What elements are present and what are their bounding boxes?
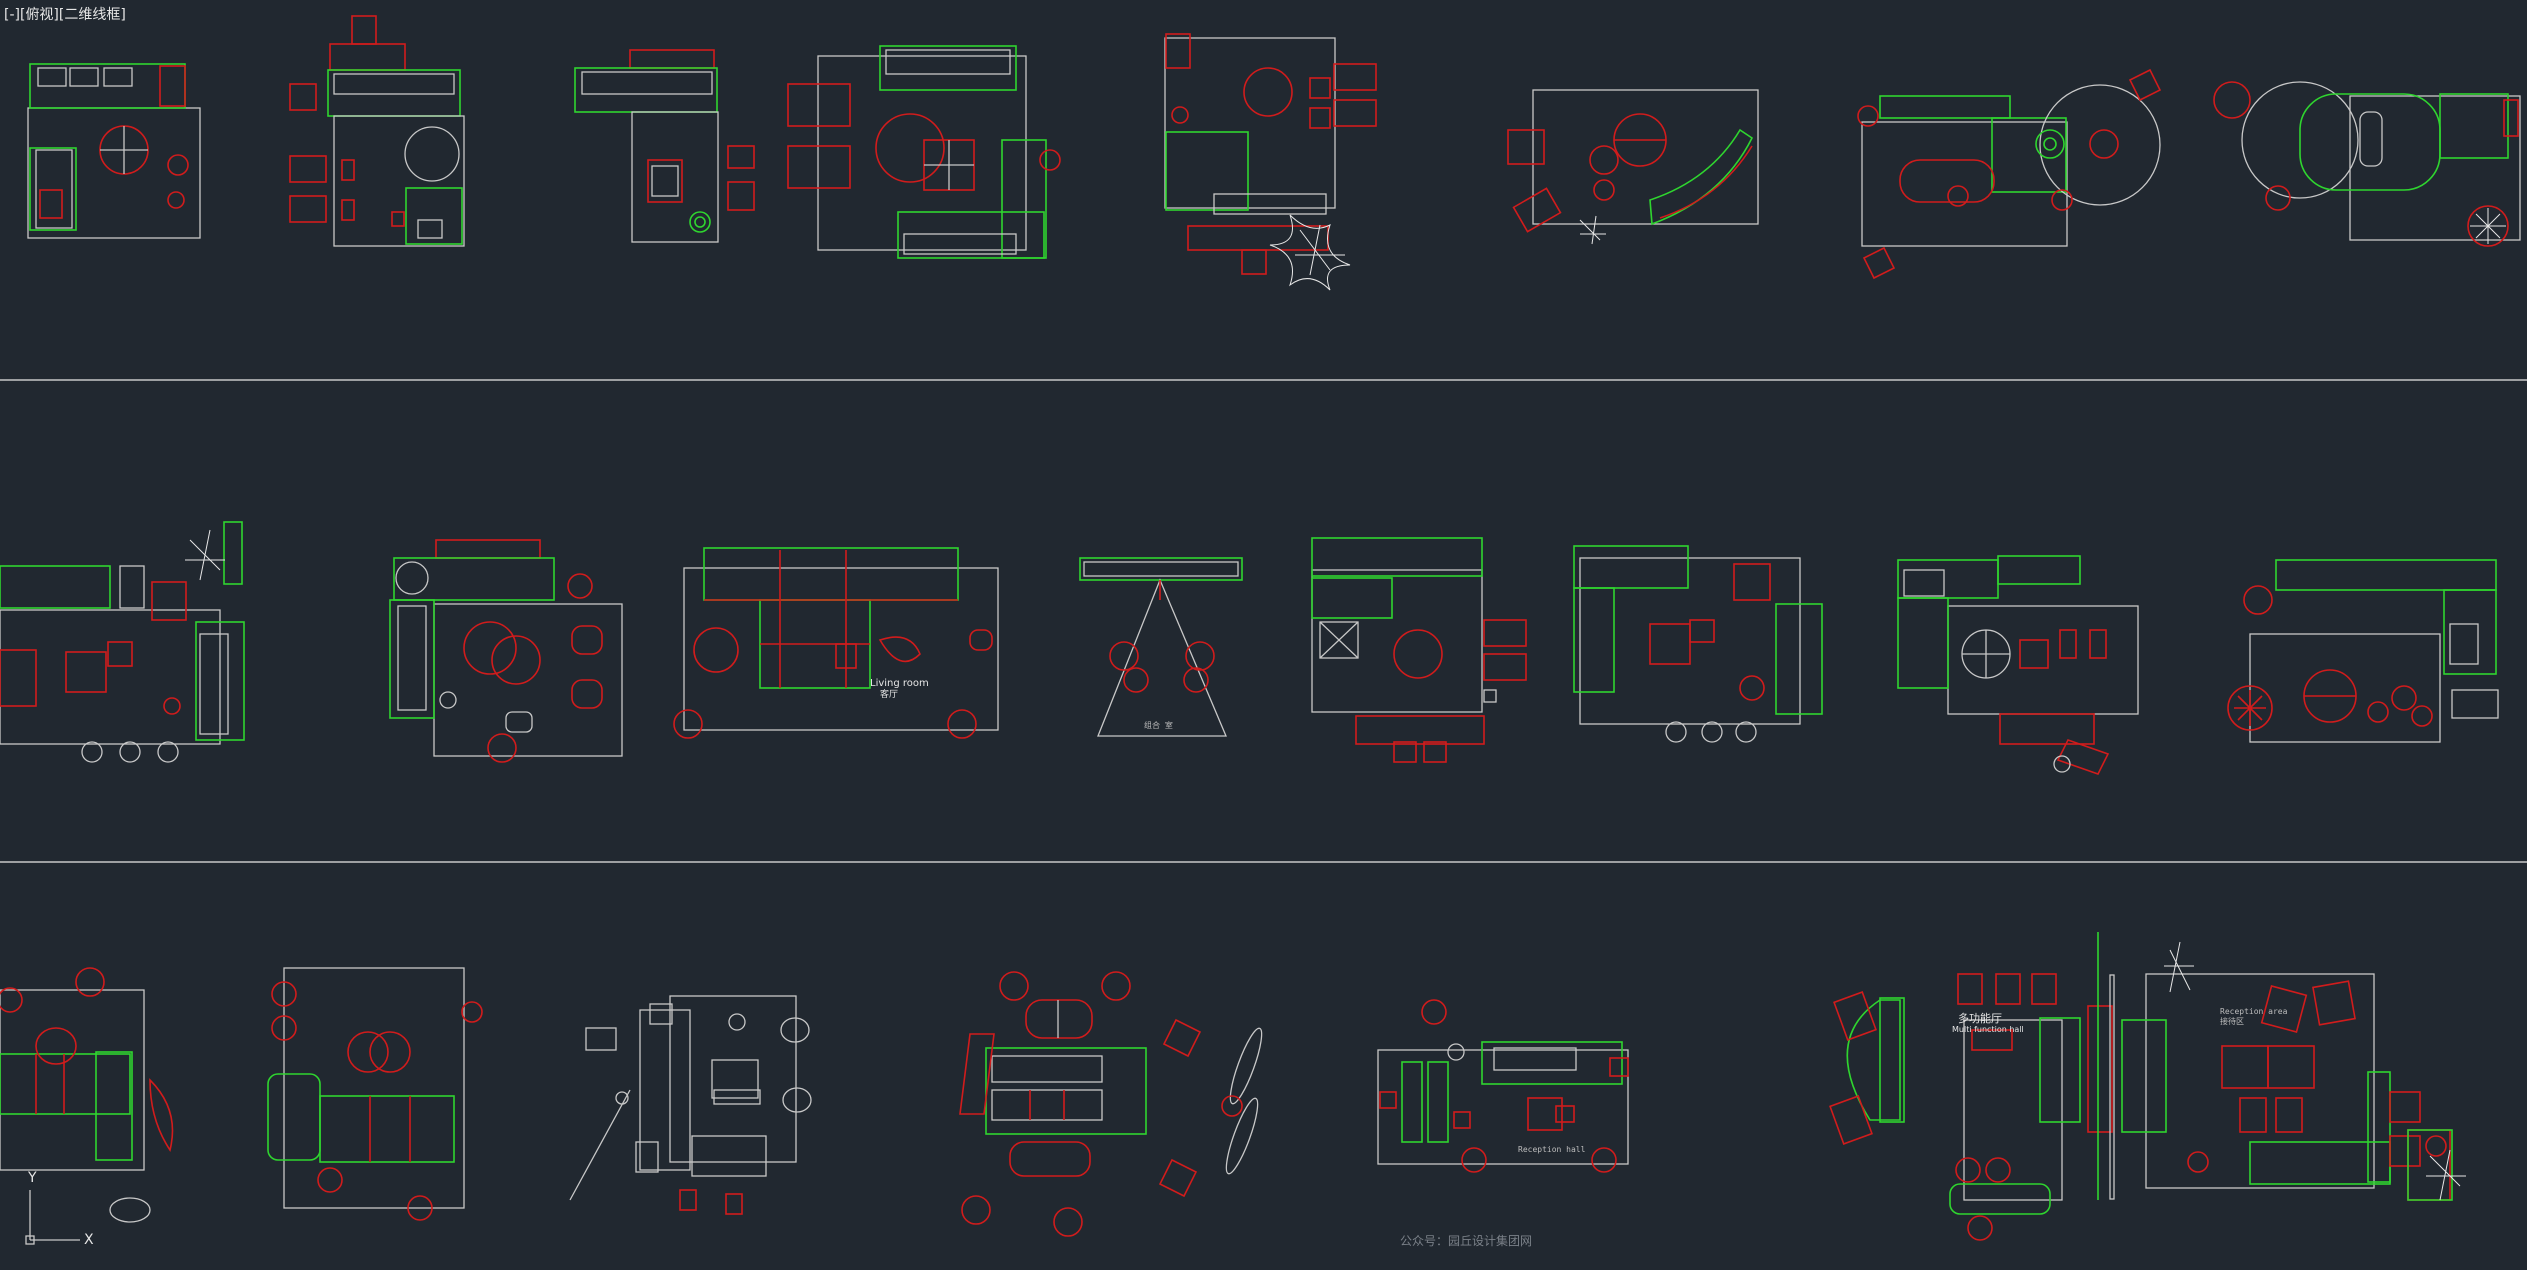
floor-plan-13 xyxy=(1311,537,1527,763)
floor-plan-8 xyxy=(2213,81,2521,247)
floor-plan-5 xyxy=(1164,33,1377,291)
floor-plan-6 xyxy=(1507,89,1759,245)
footer-note: 公众号：园丘设计集团网 xyxy=(1400,1234,1533,1248)
floor-plan-17: Y X xyxy=(0,967,174,1248)
floor-plan-15 xyxy=(1897,555,2139,775)
ucs-x-label: X xyxy=(84,1232,94,1248)
reception-area-label-cn: 接待区 xyxy=(2220,1016,2244,1026)
floor-plan-2 xyxy=(289,15,465,247)
ucs-y-label: Y xyxy=(27,1170,37,1186)
floor-plan-1 xyxy=(27,63,201,239)
floor-plan-3 xyxy=(574,49,755,243)
floor-plan-12: 组合 室 xyxy=(1079,557,1243,737)
viewport-label[interactable]: [-][俯视][二维线框] xyxy=(4,7,126,23)
floor-plan-7 xyxy=(1857,68,2162,280)
reception-hall-label: Reception hall xyxy=(1518,1145,1586,1154)
floor-plan-18 xyxy=(267,967,483,1221)
floor-plan-21: Reception hall xyxy=(1377,999,1629,1173)
floor-plan-19 xyxy=(569,995,812,1215)
floor-plan-23: Reception area 接待区 xyxy=(2121,941,2466,1201)
floor-plan-11: Living room 客厅 xyxy=(673,547,999,739)
living-room-label: Living room xyxy=(870,678,929,689)
floor-plan-10 xyxy=(389,539,623,763)
multi-function-hall-label-cn: 多功能厅 xyxy=(1958,1011,2002,1025)
floor-plan-4 xyxy=(787,45,1061,259)
floor-plan-14 xyxy=(1573,545,1823,743)
multi-function-hall-label-en: Multi function hall xyxy=(1952,1025,2024,1034)
living-room-label-cn: 客厅 xyxy=(880,688,898,700)
floor-plan-20 xyxy=(959,971,1263,1237)
floor-plan-16 xyxy=(2227,559,2499,743)
floor-plan-9 xyxy=(0,521,245,763)
reception-area-label-en: Reception area xyxy=(2220,1007,2288,1016)
floor-plan-22: 多功能厅 Multi function hall xyxy=(1829,932,2115,1241)
seating-label: 组合 室 xyxy=(1144,720,1173,730)
